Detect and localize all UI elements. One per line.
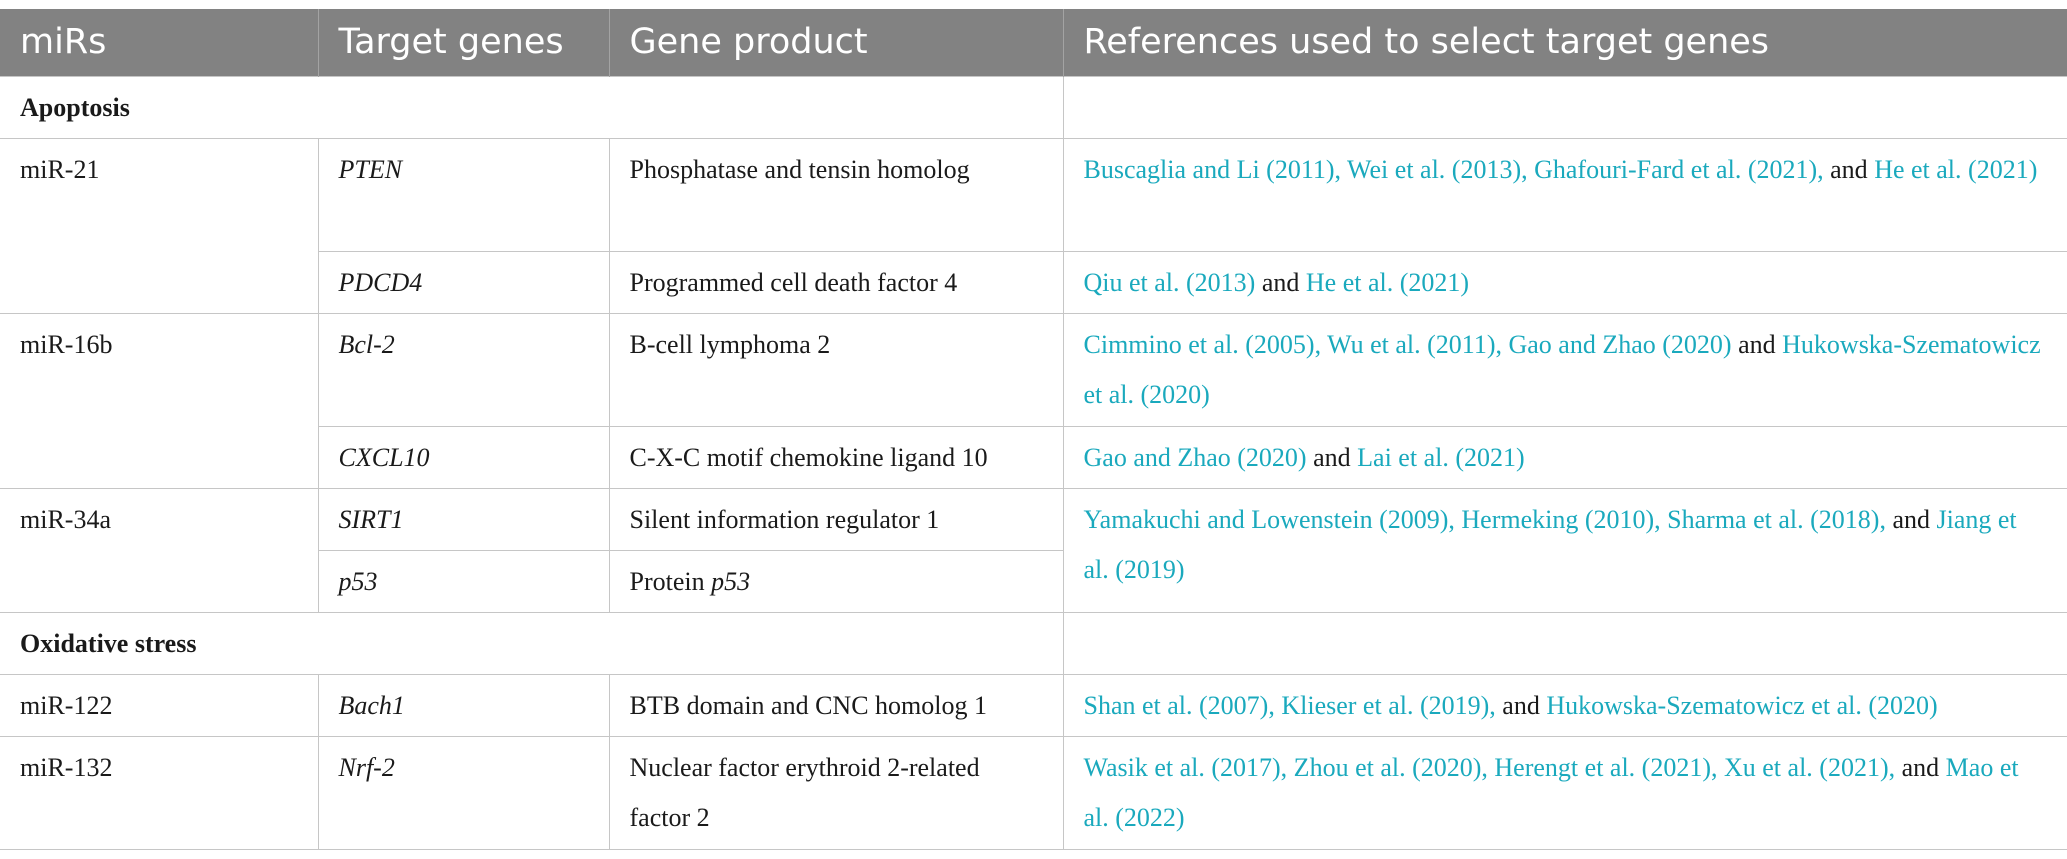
section-row-oxidative-stress: Oxidative stress	[0, 611, 2067, 675]
product-label: C-X-C motif chemokine ligand 10	[608, 425, 1064, 489]
gene-cell: PTEN	[317, 137, 610, 252]
gene-cell: Nrf-2	[317, 735, 610, 850]
gene-cell: Bcl-2	[317, 312, 610, 427]
gene-label: PTEN	[338, 154, 403, 184]
ref-conjunction: and	[1495, 690, 1547, 720]
table-header: miRs Target genes Gene product Reference…	[0, 9, 2067, 76]
section-empty-cell	[1062, 611, 2067, 675]
reference-link[interactable]: Cimmino et al. (2005), Wu et al. (2011),…	[1083, 329, 1732, 359]
reference-link[interactable]: Qiu et al. (2013)	[1083, 267, 1256, 297]
ref-conjunction: and	[1885, 504, 1937, 534]
reference-link[interactable]: Hukowska-Szematowicz et al. (2020)	[1083, 329, 2041, 409]
refs-cell: Qiu et al. (2013) and He et al. (2021)	[1062, 250, 2067, 314]
gene-label: PDCD4	[318, 250, 610, 314]
mir-label: miR-16b	[20, 329, 113, 359]
mir-cell: miR-16b	[0, 312, 319, 489]
product-cell: B-cell lymphoma 2	[608, 312, 1064, 427]
gene-label: Bach1	[317, 673, 610, 737]
reference-link[interactable]: Mao et al. (2022)	[1083, 752, 2019, 832]
reference-link[interactable]: Lai et al. (2021)	[1357, 442, 1525, 472]
product-gene: p53	[711, 566, 751, 596]
reference-link[interactable]: Gao and Zhao (2020)	[1083, 442, 1307, 472]
reference-link[interactable]: Jiang et al. (2019)	[1083, 504, 2017, 584]
refs-cell: Gao and Zhao (2020) and Lai et al. (2021…	[1062, 425, 2067, 489]
section-row-apoptosis: Apoptosis	[0, 75, 2067, 139]
table-row: miR-21 PTEN Phosphatase and tensin homol…	[0, 137, 2067, 314]
ref-conjunction: and	[1306, 442, 1358, 472]
product-cell: Nuclear factor erythroid 2-related facto…	[608, 735, 1064, 850]
reference-link[interactable]: Hukowska-Szematowicz et al. (2020)	[1546, 690, 1938, 720]
table-row: miR-16b Bcl-2 B-cell lymphoma 2 Cimmino …	[0, 312, 2067, 489]
table-row: miR-34a SIRT1 Silent information regulat…	[0, 487, 2067, 613]
product-cell: Phosphatase and tensin homolog	[608, 137, 1064, 252]
section-label-oxidative-stress: Oxidative stress	[0, 611, 1064, 675]
product-label: BTB domain and CNC homolog 1	[608, 673, 1064, 737]
reference-link[interactable]: Wasik et al. (2017), Zhou et al. (2020),…	[1083, 752, 1896, 782]
mir-label: miR-122	[0, 673, 319, 737]
ref-conjunction: and	[1823, 154, 1875, 184]
mir-cell: miR-21	[0, 137, 319, 314]
mir-label: miR-21	[20, 154, 100, 184]
ref-conjunction: and	[1731, 329, 1783, 359]
mir-cell: miR-132	[0, 735, 319, 850]
table-row: p53 Protein p53	[0, 549, 2067, 613]
table-row: miR-132 Nrf-2 Nuclear factor erythroid 2…	[0, 735, 2067, 850]
mir-label: miR-34a	[0, 487, 319, 613]
header-gene-product: Gene product	[609, 9, 1064, 76]
gene-label: p53	[318, 549, 610, 613]
product-cell: Protein p53	[608, 549, 1063, 613]
gene-label: Nrf-2	[338, 752, 395, 782]
reference-link[interactable]: Buscaglia and Li (2011), Wei et al. (201…	[1083, 154, 1824, 184]
header-target-genes: Target genes	[318, 9, 610, 76]
reference-link[interactable]: He et al. (2021)	[1305, 267, 1470, 297]
product-label: Nuclear factor erythroid 2-related facto…	[629, 752, 980, 832]
ref-conjunction: and	[1895, 752, 1946, 782]
header-references: References used to select target genes	[1083, 22, 1770, 63]
table-row: miR-122 Bach1 BTB domain and CNC homolog…	[0, 673, 2067, 737]
refs-cell: Cimmino et al. (2005), Wu et al. (2011),…	[1062, 312, 2067, 427]
reference-link[interactable]: Yamakuchi and Lowenstein (2009), Hermeki…	[1083, 504, 1886, 534]
product-label: Programmed cell death factor 4	[608, 250, 1064, 314]
refs-cell: Wasik et al. (2017), Zhou et al. (2020),…	[1062, 735, 2067, 850]
section-label-apoptosis: Apoptosis	[0, 75, 1064, 139]
reference-link[interactable]: He et al. (2021)	[1874, 154, 2038, 184]
product-label: B-cell lymphoma 2	[629, 329, 831, 359]
reference-link[interactable]: Shan et al. (2007), Klieser et al. (2019…	[1083, 690, 1496, 720]
header-mirs: miRs	[0, 9, 319, 76]
table-row: CXCL10 C-X-C motif chemokine ligand 10 G…	[0, 425, 2067, 489]
gene-label: SIRT1	[317, 487, 610, 551]
product-label: Phosphatase and tensin homolog	[629, 154, 970, 184]
refs-cell: Yamakuchi and Lowenstein (2009), Hermeki…	[1062, 487, 2067, 613]
refs-cell: Buscaglia and Li (2011), Wei et al. (201…	[1062, 137, 2067, 252]
ref-conjunction: and	[1255, 267, 1306, 297]
refs-cell: Shan et al. (2007), Klieser et al. (2019…	[1062, 673, 2067, 737]
gene-label: CXCL10	[318, 425, 610, 489]
target-genes-table: miRs Target genes Gene product Reference…	[0, 9, 2067, 850]
product-prefix: Protein	[629, 566, 712, 596]
mir-label: miR-132	[20, 752, 113, 782]
product-label: Silent information regulator 1	[608, 487, 1064, 551]
section-empty-cell	[1062, 75, 2067, 139]
gene-label: Bcl-2	[338, 329, 395, 359]
table-row: PDCD4 Programmed cell death factor 4 Qiu…	[0, 250, 2067, 314]
